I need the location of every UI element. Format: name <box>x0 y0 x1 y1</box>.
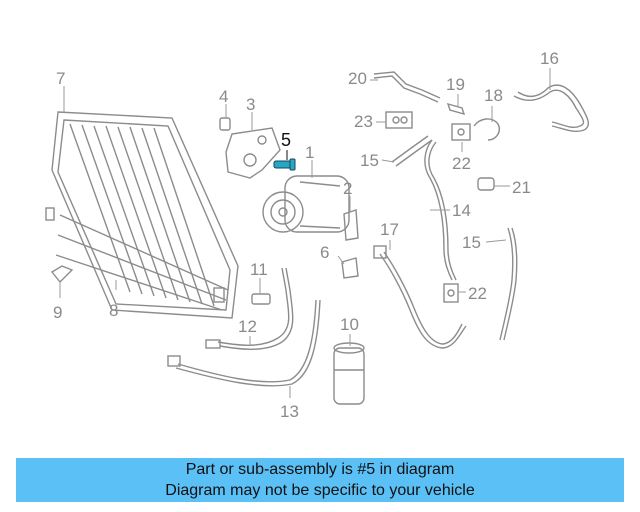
receiver-drier <box>333 334 365 405</box>
callout-2: 2 <box>343 179 352 198</box>
hose-13 <box>167 299 321 398</box>
valve-21 <box>477 177 495 191</box>
pipe-20 <box>373 71 441 103</box>
callout-15a: 15 <box>360 151 379 170</box>
callout-22b: 22 <box>468 284 487 303</box>
bracket-9 <box>50 265 74 298</box>
hose-15b <box>499 227 518 341</box>
callout-21: 21 <box>512 178 531 197</box>
bracket-2 <box>343 196 359 241</box>
oring-22b <box>443 283 459 303</box>
callout-22a: 22 <box>452 154 471 173</box>
callout-13: 13 <box>280 402 299 421</box>
callout-11: 11 <box>250 260 268 279</box>
callout-6: 6 <box>320 243 329 262</box>
bracket-6 <box>341 257 359 279</box>
bolt-5-highlight <box>273 150 296 171</box>
banner-line-2: Diagram may not be specific to your vehi… <box>165 482 475 499</box>
mount-bracket-3 <box>225 112 281 179</box>
condenser <box>45 111 239 319</box>
callout-10: 10 <box>340 315 359 334</box>
fitting-18 <box>473 118 500 141</box>
callout-7: 7 <box>56 69 65 88</box>
callout-15b: 15 <box>462 233 481 252</box>
callout-8: 8 <box>109 301 118 320</box>
oring-23 <box>385 111 413 129</box>
callout-12: 12 <box>238 317 257 336</box>
info-banner: Part or sub-assembly is #5 in diagram Di… <box>16 458 624 502</box>
callout-17: 17 <box>380 220 399 239</box>
compressor <box>262 160 350 233</box>
pipe-15a <box>391 135 433 167</box>
hose-17 <box>373 245 467 349</box>
oring-22a <box>451 123 471 141</box>
callout-9: 9 <box>53 303 62 322</box>
hose-12 <box>205 267 294 350</box>
parts-diagram: 7 4 3 5 1 2 6 11 12 9 8 10 13 20 19 18 1… <box>45 49 590 421</box>
callout-18: 18 <box>484 86 503 105</box>
bolt-4 <box>219 104 231 131</box>
callout-3: 3 <box>246 95 255 114</box>
callout-16: 16 <box>540 49 559 68</box>
callout-1: 1 <box>305 143 314 162</box>
callout-19: 19 <box>446 75 465 94</box>
callout-20: 20 <box>348 69 367 88</box>
banner-line-1: Part or sub-assembly is #5 in diagram <box>185 461 455 478</box>
callout-23: 23 <box>354 112 373 131</box>
hose-16 <box>513 84 590 133</box>
switch-11 <box>251 278 271 305</box>
callout-4: 4 <box>219 87 228 106</box>
callout-14: 14 <box>452 201 471 220</box>
fitting-19 <box>446 102 466 116</box>
callout-5: 5 <box>281 130 291 150</box>
